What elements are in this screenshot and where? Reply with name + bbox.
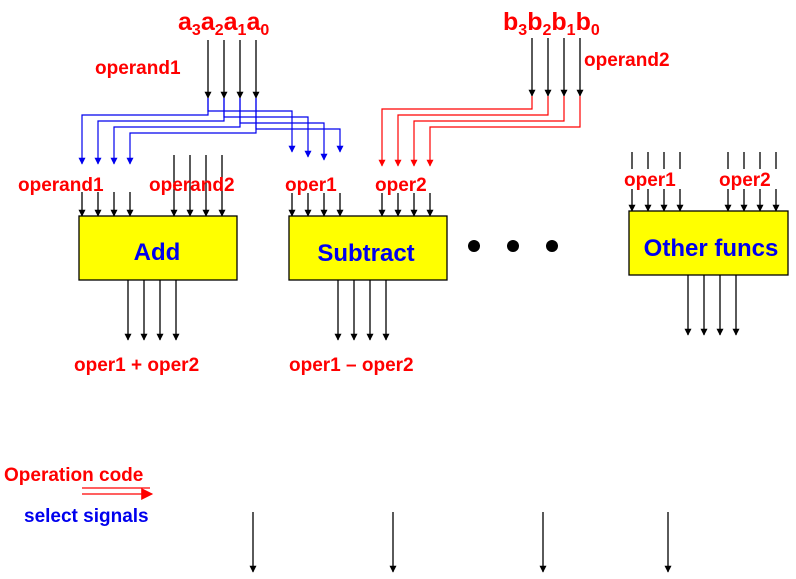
b-bus-label: b3b2b1b0 bbox=[503, 8, 600, 39]
other-in2-label: oper2 bbox=[719, 170, 771, 191]
add-block-outputs bbox=[124, 280, 180, 341]
bottom-select-arrows bbox=[249, 512, 672, 573]
subtract-block-outputs bbox=[334, 280, 390, 341]
legend-select-signals: select signals bbox=[24, 506, 149, 527]
operand2-label: operand2 bbox=[584, 50, 670, 71]
legend-arrow bbox=[82, 487, 154, 500]
subtract-block-inputs bbox=[288, 193, 434, 217]
add-in2-label: operand2 bbox=[149, 175, 235, 196]
legend-operation-code: Operation code bbox=[4, 465, 143, 486]
add-in1-label: operand1 bbox=[18, 175, 104, 196]
add-block-inputs bbox=[78, 155, 226, 217]
operand1-source-arrows bbox=[204, 40, 260, 99]
operand2-source-arrows bbox=[528, 38, 584, 97]
add-block bbox=[78, 215, 238, 281]
add-output-label: oper1 + oper2 bbox=[74, 355, 199, 376]
other-funcs-block-title: Other funcs bbox=[644, 235, 779, 262]
subtract-block bbox=[288, 215, 448, 281]
other-in1-label: oper1 bbox=[624, 170, 676, 191]
operand1-label: operand1 bbox=[95, 58, 181, 79]
operand2-select-wires bbox=[378, 96, 581, 167]
add-block-title: Add bbox=[134, 239, 181, 266]
other-funcs-block bbox=[628, 210, 789, 276]
other-in1-label-bg bbox=[622, 169, 690, 189]
other-in2-label-bg bbox=[716, 169, 786, 189]
operand1-select-wires bbox=[78, 98, 344, 165]
subtract-output-label: oper1 – oper2 bbox=[289, 355, 414, 376]
subtract-block-title: Subtract bbox=[317, 240, 414, 267]
subtract-in2-label: oper2 bbox=[375, 175, 427, 196]
ellipsis-dots bbox=[468, 240, 558, 252]
other-block-outputs bbox=[684, 275, 740, 336]
subtract-in1-label: oper1 bbox=[285, 175, 337, 196]
a-bus-label: a3a2a1a0 bbox=[178, 8, 269, 39]
